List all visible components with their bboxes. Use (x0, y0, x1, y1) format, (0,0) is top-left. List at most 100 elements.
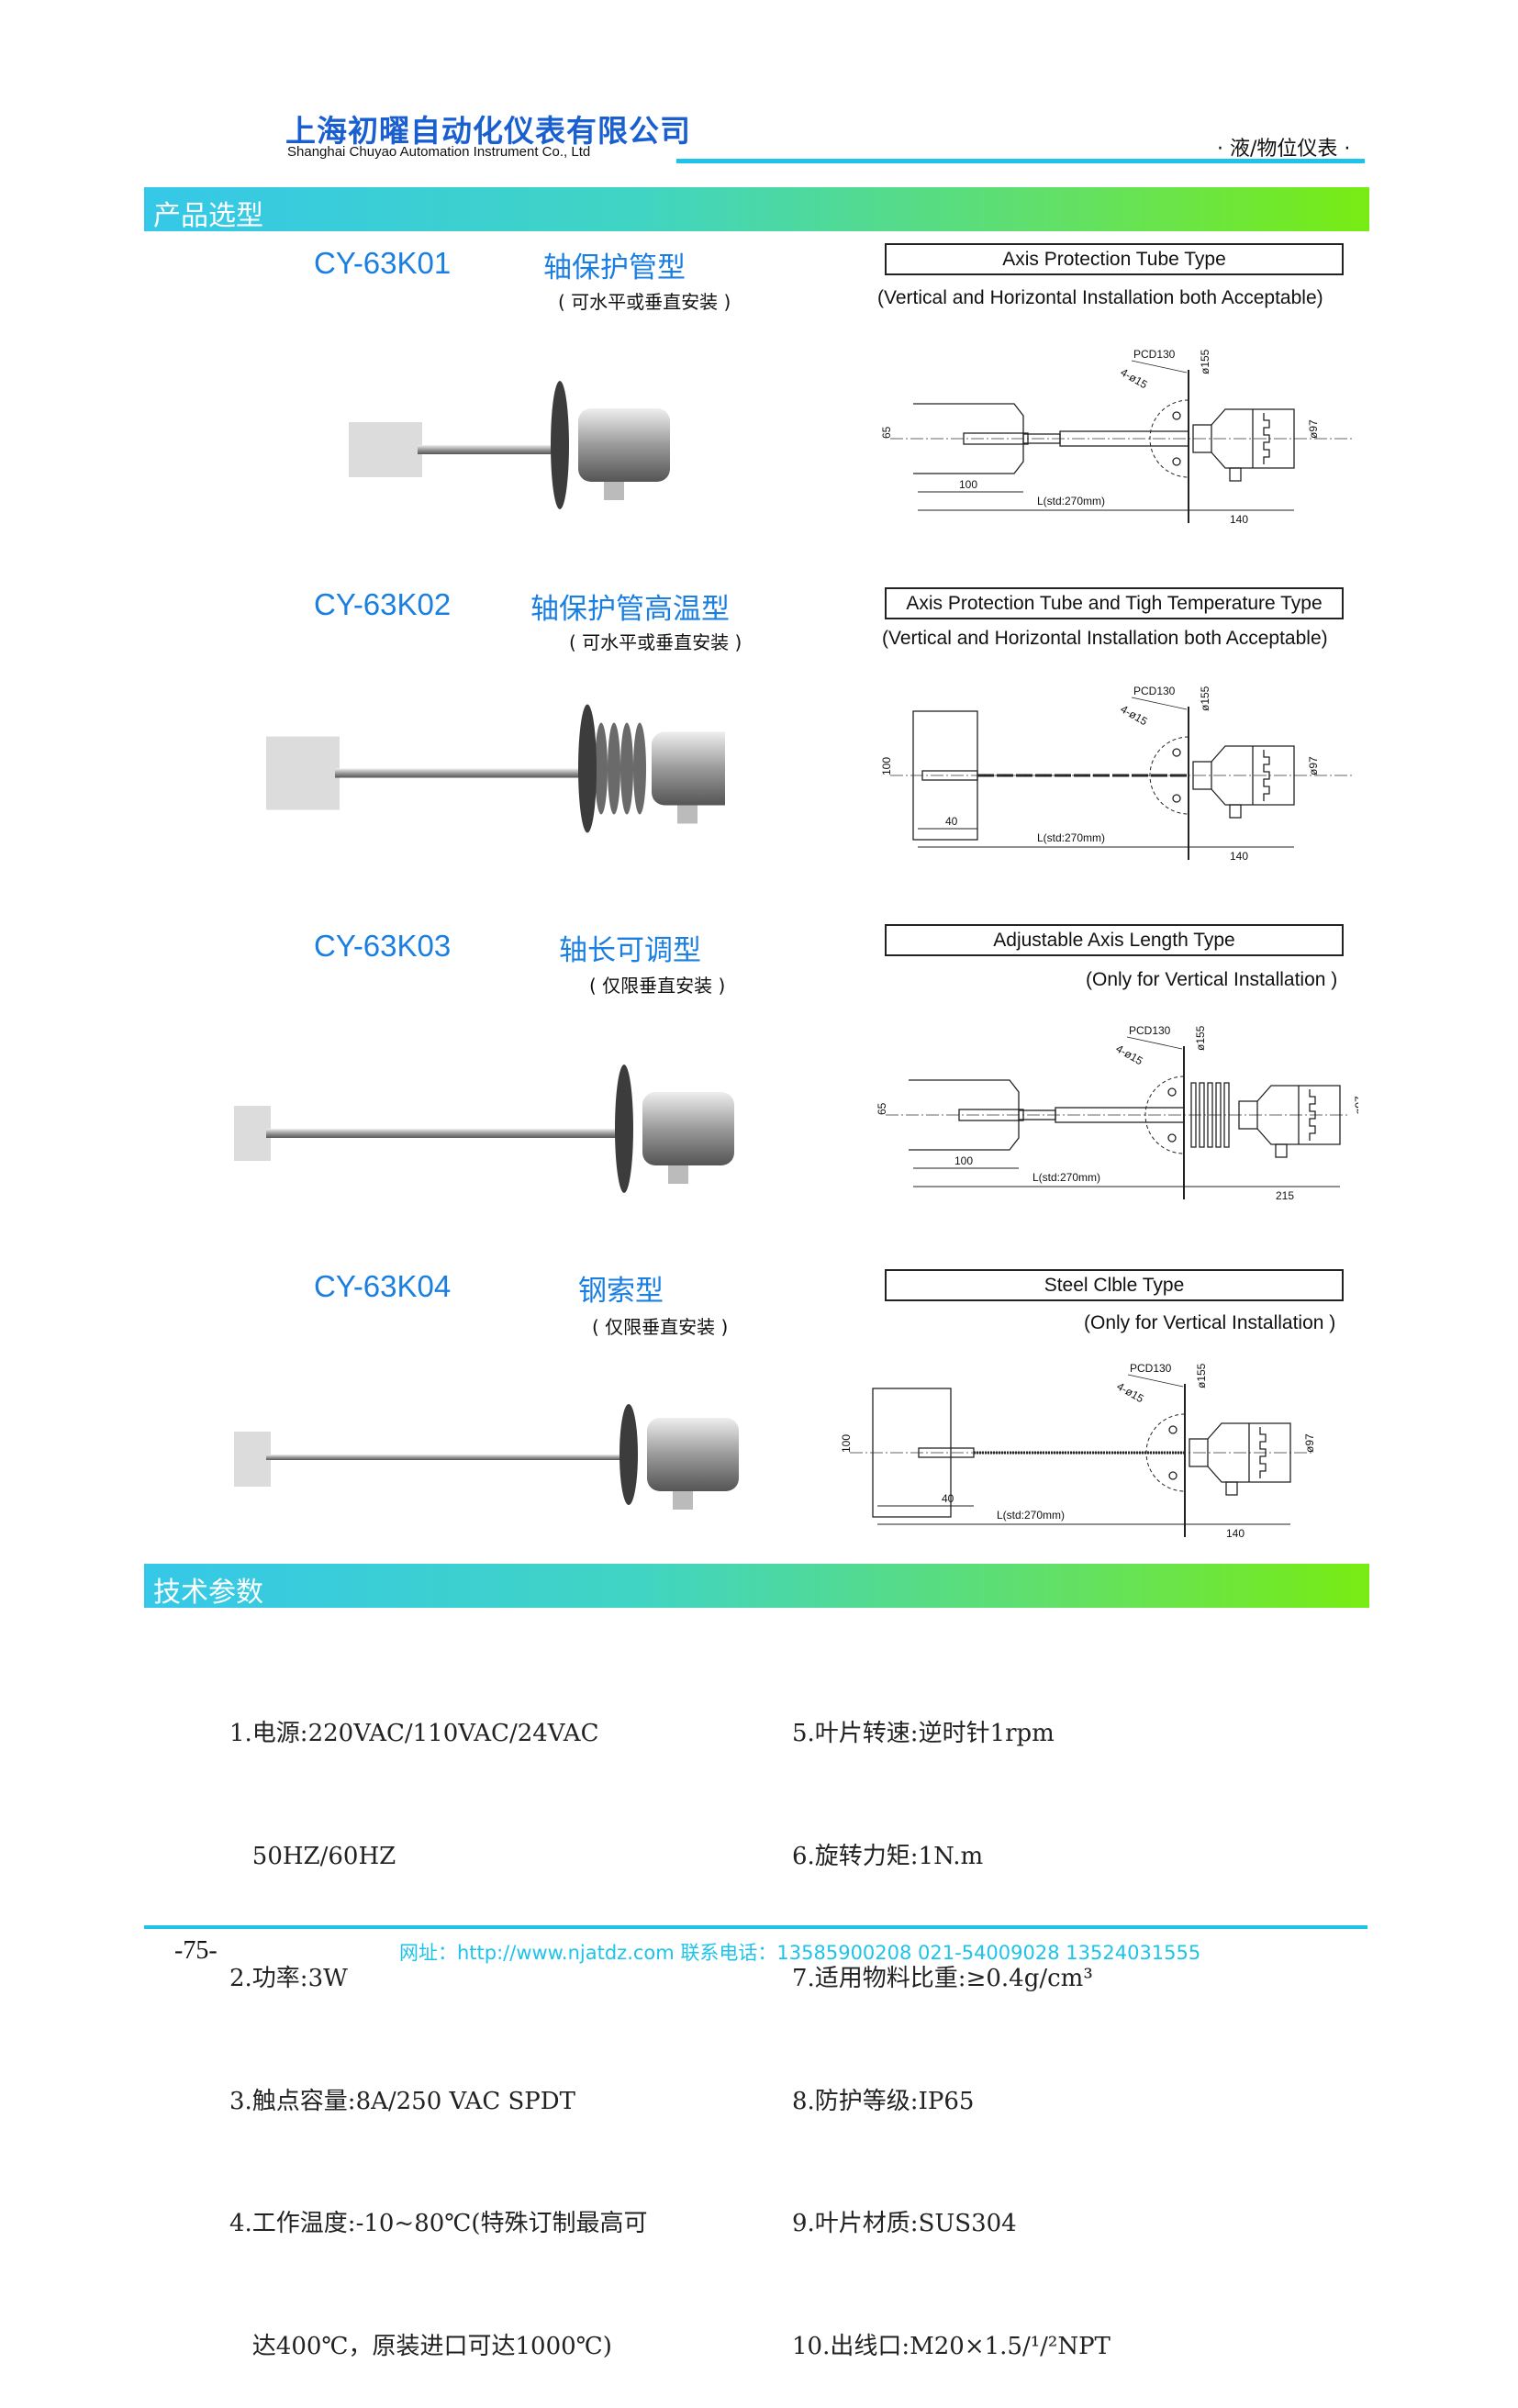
dim-flange: ø155 (1195, 1363, 1208, 1388)
cooling-fin (608, 722, 620, 815)
cooling-fin (595, 722, 608, 815)
bolt-hole-icon (1167, 1087, 1177, 1097)
product-install-en: (Vertical and Horizontal Installation bo… (877, 287, 1323, 308)
product-install-cn: ( 可水平或垂直安装 ) (558, 291, 731, 313)
housing-thread (1298, 1086, 1316, 1144)
housing (578, 408, 670, 482)
dim-length: L(std:270mm) (1032, 1171, 1100, 1184)
company-name-en: Shanghai Chuyao Automation Instrument Co… (287, 144, 591, 160)
leader-line (1131, 697, 1188, 710)
product-install-en: (Only for Vertical Installation ) (1086, 969, 1338, 990)
dim-holes: 4-ø15 (1119, 702, 1150, 728)
dim-housing: ø97 (1303, 1433, 1316, 1453)
dim-paddle: 100 (959, 478, 977, 491)
housing (652, 731, 725, 806)
product-name-cn: 钢索型 (578, 1275, 664, 1308)
product-name-cn: 轴保护管高温型 (530, 593, 730, 626)
footer-contact: 网址：http://www.njatdz.com 联系电话：1358590020… (399, 1942, 1201, 1964)
spec-item: 50HZ/60HZ (229, 1842, 396, 1870)
dim-head: 140 (1230, 513, 1248, 526)
spec-item: 4.工作温度:-10~80℃(特殊订制最高可 (229, 2210, 648, 2237)
page-number: -75- (174, 1936, 218, 1965)
vane-paddle (266, 736, 340, 810)
dim-flange: ø155 (1194, 1025, 1207, 1051)
cooling-fin (1223, 1082, 1230, 1148)
cable-gland (668, 1165, 688, 1184)
spec-item: 10.出线口:M20×1.5/¹/²NPT (792, 2332, 1111, 2360)
flange (551, 381, 569, 509)
pcd-circle (1149, 399, 1189, 478)
housing-thread (1248, 1423, 1267, 1482)
shaft (266, 1129, 619, 1138)
cable-gland (604, 482, 624, 500)
spec-item: 9.叶片材质:SUS304 (792, 2210, 1017, 2237)
cable-gland (1225, 1481, 1238, 1496)
housing-neck (1238, 1100, 1258, 1130)
spec-item: 达400℃，原装进口可达1000℃) (229, 2332, 612, 2360)
housing (642, 1092, 734, 1165)
dim-flange: ø155 (1199, 686, 1211, 711)
cooling-fin (633, 722, 646, 815)
spec-item: 8.防护等级:IP65 (792, 2087, 975, 2115)
dim-flange: ø155 (1199, 349, 1211, 374)
pcd-circle (1149, 736, 1189, 815)
specs-left-column: 1.电源:220VAC/110VAC/24VAC 50HZ/60HZ 2.功率:… (229, 1632, 648, 2408)
housing-thread (1252, 746, 1270, 805)
product-code: CY-63K03 (314, 929, 452, 963)
dim-head: 140 (1226, 1527, 1245, 1540)
cable-gland (1229, 804, 1242, 819)
spec-item: 3.触点容量:8A/250 VAC SPDT (229, 2087, 575, 2115)
vane-paddle (234, 1432, 271, 1487)
product-install-en: (Vertical and Horizontal Installation bo… (882, 628, 1328, 649)
dim-paddle: 40 (945, 815, 958, 828)
housing-neck (1192, 761, 1212, 790)
housing-body (1207, 1422, 1291, 1483)
housing-neck (1189, 1438, 1209, 1467)
housing-body (1211, 408, 1295, 469)
dim-height: 100 (840, 1434, 853, 1453)
housing (647, 1418, 739, 1491)
bolt-hole-icon (1167, 1133, 1177, 1143)
dim-length: L(std:270mm) (1037, 831, 1105, 844)
pcd-circle (1145, 1413, 1186, 1492)
bolt-hole-icon (1168, 1471, 1178, 1480)
product-install-cn: ( 仅限垂直安装 ) (592, 1316, 729, 1338)
section-title: 技术参数 (153, 1577, 263, 1609)
bolt-hole-icon (1172, 411, 1181, 420)
flange (615, 1065, 633, 1193)
flange (578, 704, 597, 833)
bolt-hole-icon (1168, 1425, 1178, 1434)
pcd-circle (1144, 1076, 1185, 1154)
product-install-cn: ( 可水平或垂直安装 ) (569, 631, 742, 653)
shaft (418, 445, 555, 454)
dim-height: 100 (880, 757, 893, 775)
leader-line (1126, 1036, 1183, 1050)
cooling-fin (1199, 1082, 1205, 1148)
dim-holes: 4-ø15 (1119, 365, 1150, 391)
dim-pcd: PCD130 (1133, 685, 1176, 697)
product-photo (266, 704, 725, 833)
cooling-fin (1215, 1082, 1222, 1148)
cooling-fin (1207, 1082, 1213, 1148)
leader-line (1127, 1374, 1184, 1388)
shaft (335, 768, 583, 778)
product-name-cn: 轴长可调型 (559, 934, 701, 967)
spec-item: 5.叶片转速:逆时针1rpm (792, 1720, 1055, 1747)
cable-gland (673, 1491, 693, 1510)
dim-height: 65 (880, 426, 893, 439)
product-name-en: Axis Protection Tube and Tigh Temperatur… (885, 587, 1344, 619)
product-code: CY-63K02 (314, 587, 452, 621)
flange (619, 1404, 638, 1505)
cable-gland (1275, 1143, 1288, 1158)
section-banner-specs: 技术参数 (144, 1564, 1369, 1609)
product-code: CY-63K01 (314, 246, 452, 280)
category-label: · 液/物位仪表 · (1217, 138, 1351, 161)
housing-thread (1252, 409, 1270, 468)
product-photo (349, 381, 670, 509)
dim-holes: 4-ø15 (1115, 1379, 1146, 1405)
footer-divider (144, 1925, 1367, 1929)
product-install-cn: ( 仅限垂直安装 ) (589, 975, 726, 997)
